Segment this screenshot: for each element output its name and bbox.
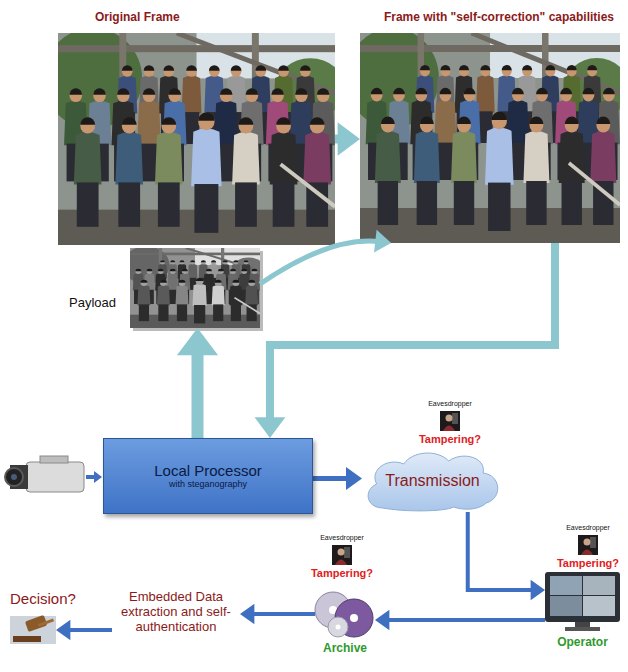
- eavesdropper-label: Eavesdropper: [566, 524, 610, 532]
- eavesdropper-icon: [440, 411, 460, 431]
- flow-arrow: [255, 243, 555, 438]
- flow-arrow: [56, 620, 112, 640]
- flow-line: [313, 476, 351, 481]
- camera-icon-part: [26, 462, 84, 492]
- operator-label: Operator: [557, 636, 608, 650]
- archive-discs-part: [328, 617, 348, 637]
- gavel-icon-part: [13, 636, 41, 642]
- archive-label: Archive: [323, 642, 367, 656]
- arrow-head: [374, 230, 391, 253]
- arrow-head: [531, 580, 545, 600]
- archive-discs: [315, 592, 373, 637]
- operator-monitor: Operator: [545, 572, 620, 632]
- tampering-label: Tampering?: [557, 557, 619, 570]
- payload-label: Payload: [69, 296, 116, 311]
- frame-title: Original Frame: [95, 11, 180, 25]
- camera-arrow: [86, 471, 102, 483]
- tampering-label: Tampering?: [311, 567, 373, 580]
- cloud-shape: Transmission: [362, 450, 503, 512]
- photo-frame: Frame with "self-correction" capabilitie…: [360, 33, 620, 243]
- arrow-head: [338, 122, 360, 155]
- decision-label: Decision?: [10, 590, 76, 607]
- monitor-icon-part: [550, 596, 582, 616]
- flow-line: [250, 612, 315, 616]
- archive-discs-part: [350, 614, 358, 622]
- camera-arrow-part: [86, 475, 95, 479]
- corrected-photo: [346, 28, 628, 243]
- flow-arrow: [335, 122, 360, 155]
- eavesdropper-icon: [578, 535, 598, 555]
- flow-arrow: [177, 328, 218, 438]
- cloud-outline: [368, 453, 498, 511]
- arrow-head: [255, 417, 286, 438]
- arrow-head: [240, 604, 254, 624]
- arrow-head: [346, 467, 362, 490]
- monitor-icon-part: [583, 596, 615, 616]
- flow-arrow: [313, 467, 362, 490]
- camera-icon: [5, 456, 84, 492]
- frame-title: Frame with "self-correction" capabilitie…: [384, 11, 614, 25]
- decision-gavel: Decision?: [10, 616, 56, 644]
- monitor-icon-part: [565, 627, 600, 631]
- photo-frame: Original Frame: [58, 33, 335, 245]
- flow-arrow: [260, 230, 391, 284]
- monitor-icon-part: [583, 576, 615, 595]
- camera-icon-part: [5, 468, 23, 486]
- flow-arrow: [468, 512, 545, 600]
- payload-image-part: [123, 246, 265, 328]
- original-photo: [43, 28, 345, 245]
- arrow-head: [56, 620, 70, 640]
- flow-line: [385, 618, 545, 622]
- arrow-head: [375, 610, 389, 630]
- flow-line: [260, 241, 380, 284]
- flow-arrow: [240, 604, 315, 624]
- eavesdropper-icon: [332, 545, 352, 565]
- process-text: Embedded Data extraction and self-authen…: [112, 588, 240, 637]
- payload-image: [123, 246, 265, 328]
- gavel-icon-part: [38, 619, 54, 627]
- flow-line: [270, 243, 555, 423]
- cloud-label: Transmission: [385, 472, 480, 490]
- eavesdropper-label: Eavesdropper: [320, 534, 364, 542]
- process-title: Local Processor: [154, 462, 262, 479]
- monitor-icon-part: [545, 572, 620, 622]
- process-label: Embedded Data extraction and self-authen…: [115, 590, 237, 635]
- archive-discs-part: [336, 625, 341, 630]
- process-subtitle: with steganography: [169, 479, 247, 489]
- flow-arrow: [375, 610, 545, 630]
- flow-line: [192, 347, 204, 438]
- eavesdropper-label: Eavesdropper: [428, 400, 472, 408]
- camera-arrow-part: [94, 471, 102, 483]
- flow-line: [468, 512, 535, 590]
- flow-line: [66, 628, 112, 632]
- monitor-icon-part: [575, 622, 590, 627]
- tampering-label: Tampering?: [419, 433, 481, 446]
- monitor-icon: [545, 572, 620, 631]
- arrow-head: [177, 328, 218, 355]
- archive-media: Archive: [315, 590, 375, 638]
- camera-icon-part: [11, 474, 17, 480]
- monitor-icon-part: [550, 576, 582, 595]
- gavel-icon: [10, 615, 56, 644]
- camera-icon-part: [40, 456, 68, 463]
- payload-image: Payload: [130, 248, 260, 328]
- process-box: Local Processorwith steganography: [103, 438, 313, 514]
